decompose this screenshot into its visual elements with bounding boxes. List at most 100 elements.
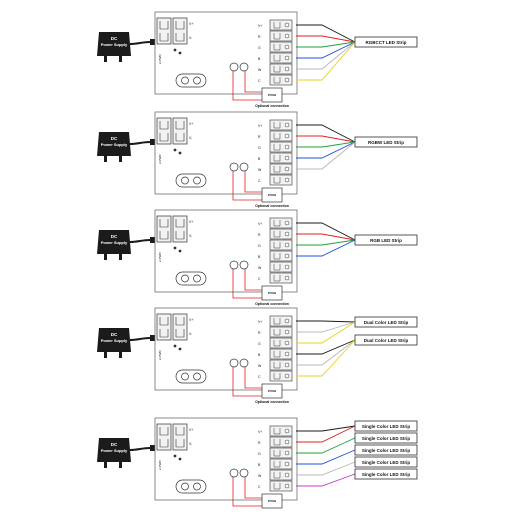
wire-black (296, 425, 356, 432)
wire-white (296, 339, 356, 366)
indicator-dot (173, 246, 177, 250)
indicator-dot (173, 148, 177, 152)
terminal-label: G (258, 244, 261, 248)
output-terminal (269, 425, 293, 437)
dc-plug (150, 237, 156, 243)
terminal-label: C (258, 485, 261, 489)
side-label: 2-PWR (158, 54, 162, 65)
dc-plug (150, 39, 156, 45)
optional-wire (232, 477, 262, 507)
terminal-label: G (258, 452, 261, 456)
screw-slot (273, 461, 281, 468)
screw-slot (273, 362, 281, 369)
optional-caption: Optional connection (255, 400, 289, 404)
output-terminal (269, 436, 293, 448)
push-button-label: PUSH (268, 193, 276, 197)
signal-port (229, 162, 239, 172)
knob-circle (193, 76, 201, 85)
terminal-screw (284, 155, 290, 161)
terminal-label: G (258, 146, 261, 150)
wires (296, 24, 356, 81)
terminal-screw (284, 472, 290, 478)
terminal-screw (284, 362, 290, 368)
push-button-box (261, 493, 283, 509)
input-terminal (172, 17, 188, 45)
screw-slot (273, 77, 281, 84)
screw-slot (273, 340, 281, 347)
wire-green (296, 239, 356, 246)
terminal-screw (284, 77, 290, 83)
screw-slot (273, 275, 281, 282)
knob-slot (175, 271, 207, 286)
screw-slot (273, 351, 281, 358)
screw-slot (273, 133, 281, 140)
terminal-label: C (258, 79, 261, 83)
plug-prong (104, 462, 107, 468)
signal-port (239, 162, 249, 172)
strip-label-box (354, 136, 418, 148)
adapter-body (97, 132, 131, 156)
push-button-label: PUSH (268, 389, 276, 393)
input-label-vminus: V- (189, 332, 193, 336)
terminal-label: V+ (258, 24, 262, 28)
plug-prong (104, 254, 107, 260)
power-supply-label: Power Supply (101, 42, 128, 47)
input-label-vplus: V+ (189, 428, 193, 432)
output-terminal (269, 272, 293, 284)
terminal-label: W (258, 474, 262, 478)
wire-red (296, 35, 356, 43)
power-supply-label: Power Supply (101, 142, 128, 147)
wire-magenta (296, 473, 356, 487)
wire-white (296, 141, 356, 170)
push-button-box (261, 187, 283, 203)
terminal-screw (284, 340, 290, 346)
input-label-vminus: V- (189, 36, 193, 40)
optional-wire (244, 171, 262, 193)
dc-plug (150, 335, 156, 341)
output-terminal (269, 52, 293, 64)
terminal-label: V+ (258, 222, 262, 226)
output-terminal (269, 239, 293, 251)
screw-slot (273, 242, 281, 249)
optional-wire (244, 367, 262, 389)
output-terminal (269, 141, 293, 153)
strip-label: Single Color LED Strip (362, 436, 411, 441)
signal-port (229, 62, 239, 72)
wire-green (296, 141, 356, 148)
knob-circle (181, 372, 189, 381)
power-supply-label: DC (111, 136, 118, 141)
wire-black (296, 339, 356, 355)
screw-slot (273, 144, 281, 151)
signal-port (239, 62, 249, 72)
screw-slot (273, 33, 281, 40)
terminal-label: V+ (258, 320, 262, 324)
side-label: 2-PWR (158, 350, 162, 361)
screw-slot (273, 264, 281, 271)
dc-cable (129, 239, 151, 243)
input-terminal (172, 313, 188, 341)
indicator-dot (178, 457, 182, 461)
signal-port (239, 468, 249, 478)
push-button-box (261, 87, 283, 103)
terminal-label: R (258, 135, 261, 139)
terminal-screw (284, 461, 290, 467)
output-terminal (269, 348, 293, 360)
optional-wire (244, 269, 262, 291)
screw-slot (273, 55, 281, 62)
knob-circle (193, 274, 201, 283)
indicator-dot (178, 51, 182, 55)
wire-blue (296, 449, 356, 465)
power-supply-label: Power Supply (101, 448, 128, 453)
wire-green (296, 41, 356, 48)
screw-slot (273, 44, 281, 51)
screw-slot (273, 318, 281, 325)
screw-slot (273, 472, 281, 479)
knob-slot (175, 479, 207, 494)
